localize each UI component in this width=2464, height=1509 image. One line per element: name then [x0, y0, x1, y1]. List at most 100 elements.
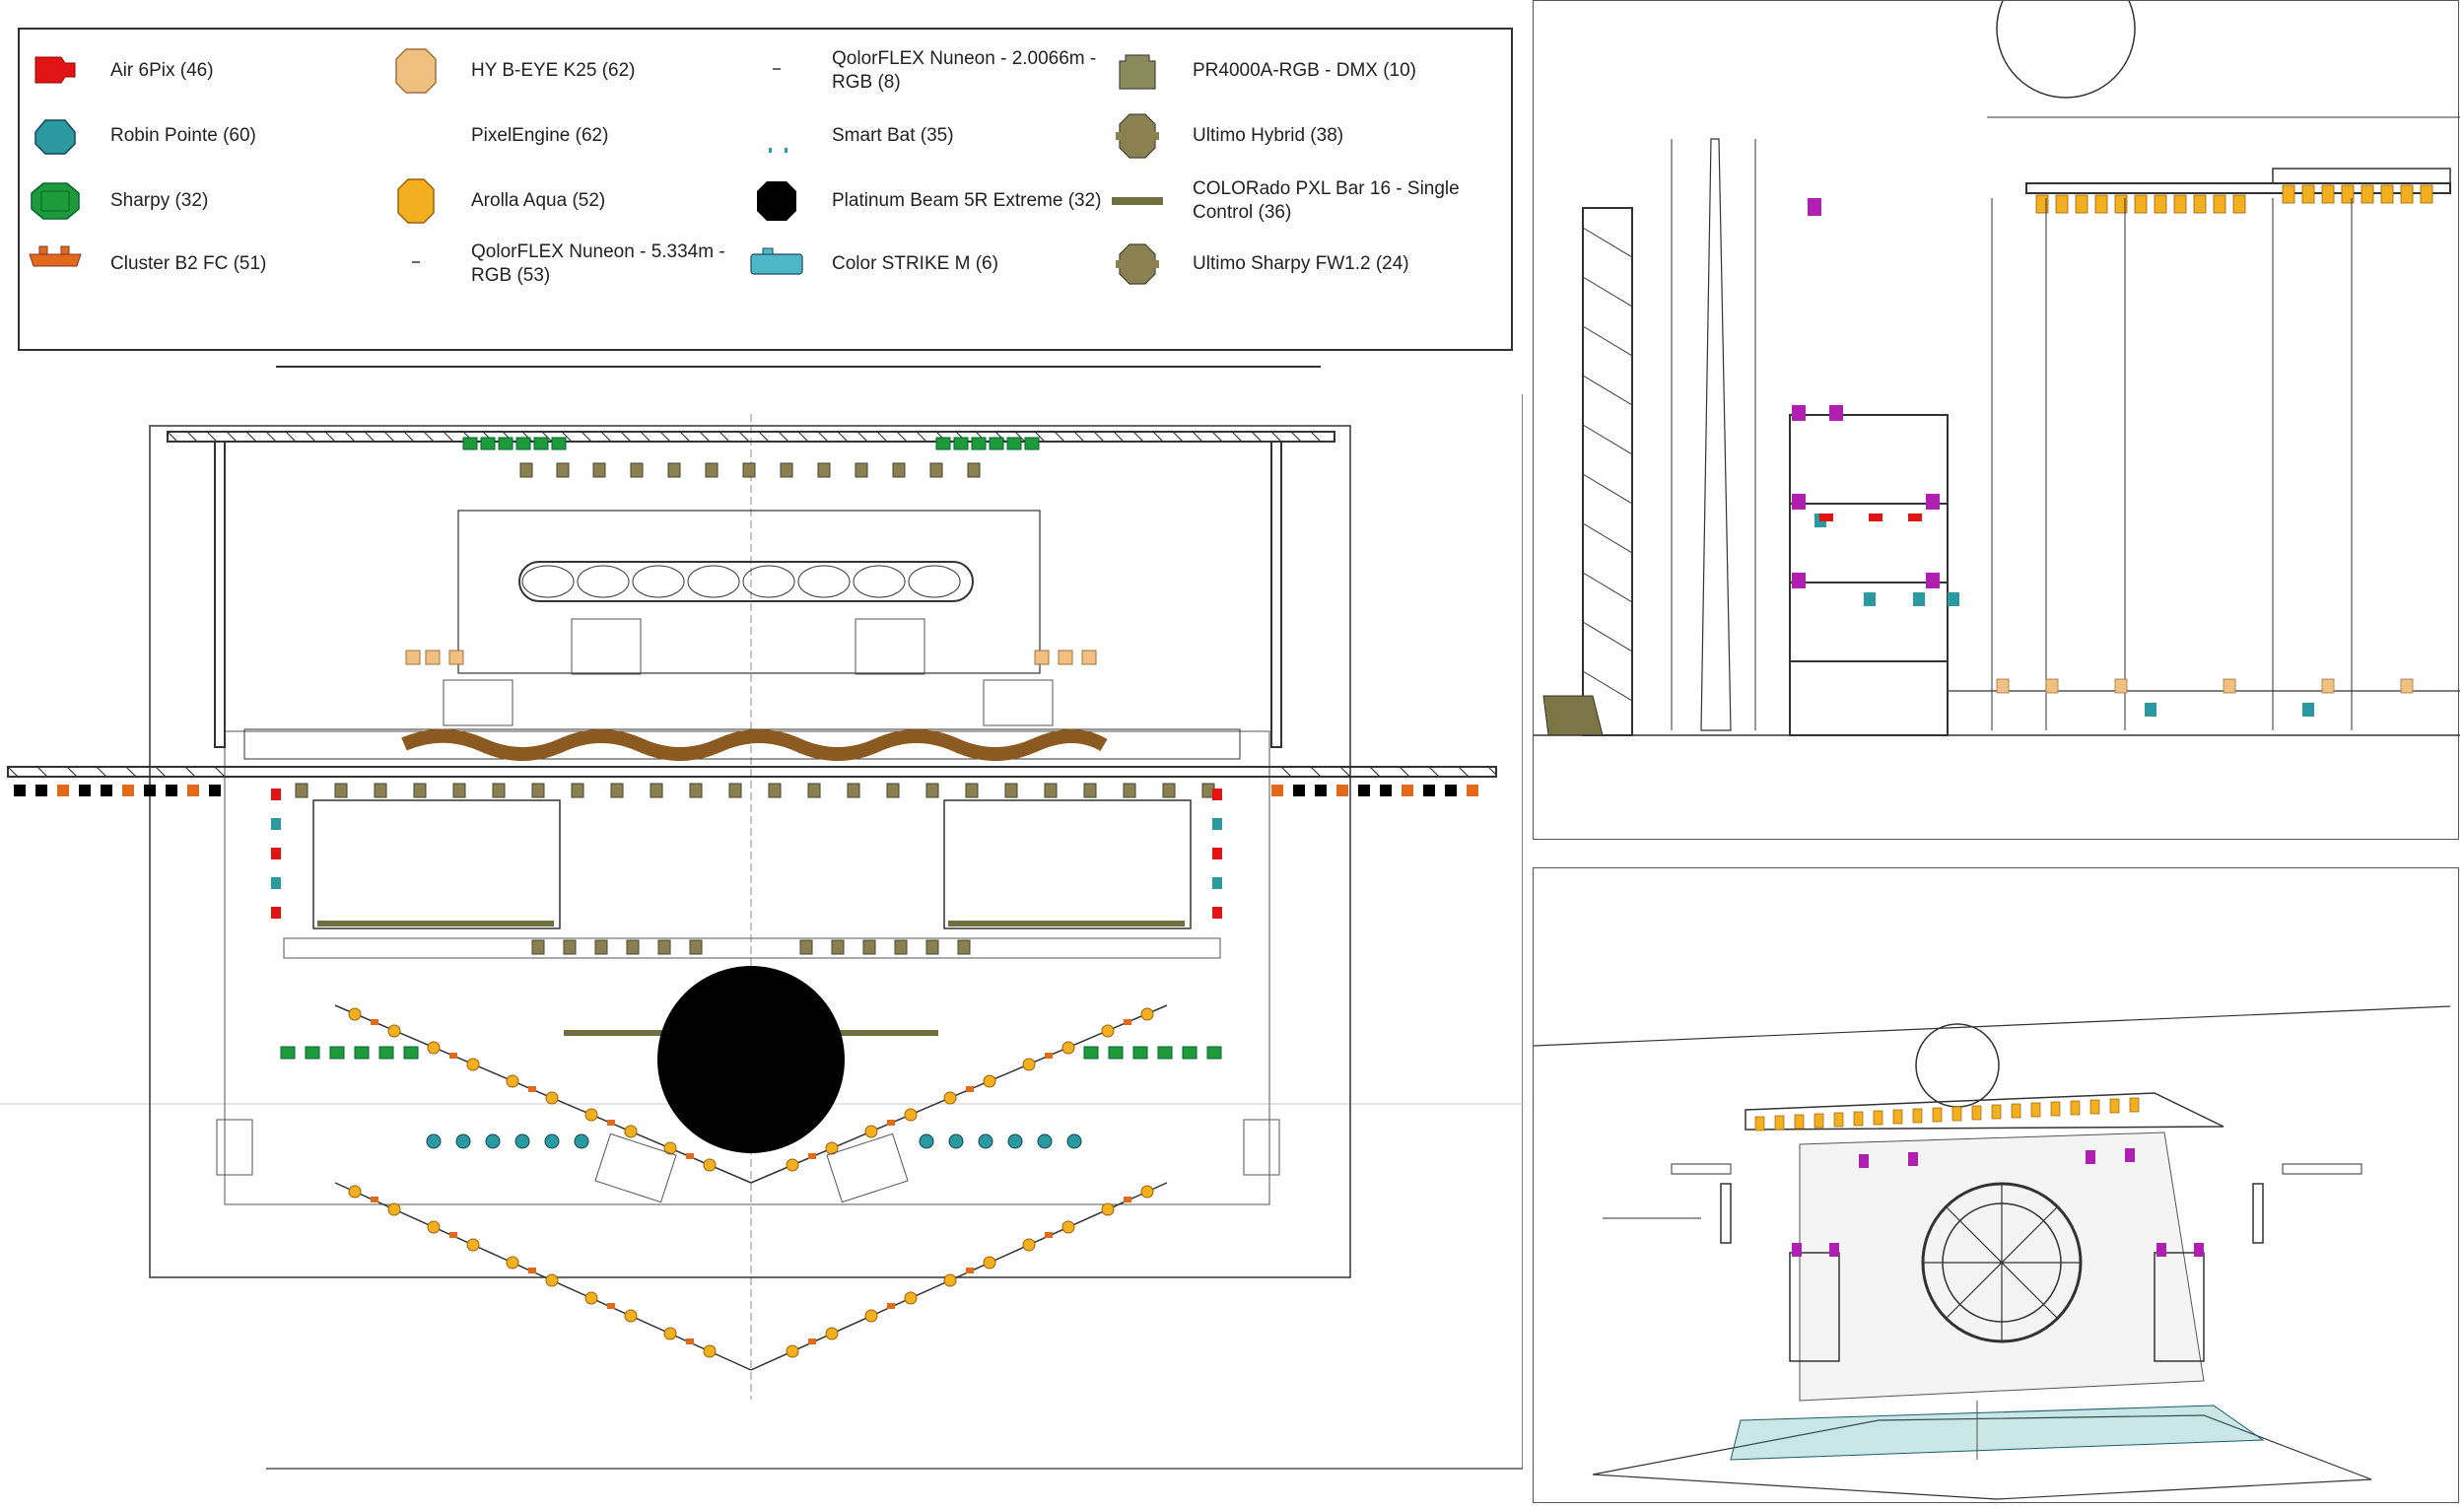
platinum-beam-icon — [757, 181, 796, 221]
tower — [1582, 207, 1633, 736]
legend-label: Color STRIKE M (6) — [832, 253, 998, 274]
pr4000a-icon — [1119, 54, 1156, 90]
color-strike-m-icon — [750, 247, 803, 275]
legend-item-platinum-beam: Platinum Beam 5R Extreme (32) — [747, 173, 1102, 229]
qolorflex-line-icon — [773, 68, 781, 70]
wing-truss-left — [1671, 1163, 1732, 1175]
side-elevation-drawing — [1534, 0, 2460, 736]
legend-item-sharpy: Sharpy (32) — [26, 173, 380, 229]
legend-label: Sharpy (32) — [110, 190, 209, 211]
legend-item-pr4000a: PR4000A-RGB - DMX (10) — [1108, 43, 1463, 99]
overhead-fixtures — [2035, 184, 2433, 214]
legend-label: Robin Pointe (60) — [110, 125, 256, 146]
sharpy-row-top — [462, 437, 1040, 450]
ramp-left — [216, 1119, 253, 1176]
legend-label: QolorFLEX Nuneon - 2.0066m - RGB (8) — [832, 48, 1097, 93]
overhead-truss-upper — [2272, 168, 2451, 184]
colorado-pxl-icon — [1112, 197, 1163, 205]
magenta-fixtures — [1792, 198, 1940, 588]
main-truss — [7, 766, 1497, 778]
legend-label: Arolla Aqua (52) — [471, 190, 606, 211]
legend-label: Cluster B2 FC (51) — [110, 253, 267, 274]
legend-item-arolla-aqua: Arolla Aqua (52) — [386, 173, 741, 229]
wing-fixtures-left — [14, 785, 221, 796]
roof-truss — [1745, 1092, 2224, 1131]
ultimo-row — [519, 462, 981, 478]
ferris-wheel-top — [1996, 0, 2136, 99]
robin-pointe-icon — [34, 119, 76, 155]
sharpy-icon — [31, 182, 80, 220]
arolla-aqua-v-fixtures — [348, 1007, 1154, 1358]
legend-label: PixelEngine (62) — [471, 125, 609, 146]
ultimo-row-main — [295, 783, 1215, 798]
legend-label: QolorFLEX Nuneon - 5.334m - RGB (53) — [471, 241, 725, 286]
left-truss — [214, 441, 226, 748]
center-disc — [657, 966, 845, 1153]
teal-fixtures — [1814, 514, 2314, 717]
legend-item-ultimo-sharpy: Ultimo Sharpy FW1.2 (24) — [1108, 237, 1463, 292]
stage-floor — [1592, 1414, 2372, 1500]
legend-label: Ultimo Sharpy FW1.2 (24) — [1193, 253, 1409, 274]
tower-lacing — [1582, 227, 1633, 702]
overhead-truss — [2025, 182, 2451, 194]
screen-frame — [457, 510, 1041, 674]
scenic-band — [243, 728, 1241, 760]
legend-label: Air 6Pix (46) — [110, 60, 214, 81]
ferris-wheel-plan — [518, 561, 974, 602]
legend-label: Platinum Beam 5R Extreme (32) — [832, 190, 1102, 211]
qolorflex-line-icon — [412, 261, 420, 263]
arolla-aqua-icon — [397, 178, 435, 224]
legend-label: Ultimo Hybrid (38) — [1193, 125, 1344, 146]
ultimo-row-downstage — [531, 939, 971, 955]
roof-fixtures — [1754, 1097, 2140, 1132]
side-fixtures-left — [271, 789, 281, 919]
side-elevation-panel — [1533, 0, 2460, 840]
v-truss-inner — [334, 1004, 1168, 1184]
cluster-b2-fc-icon — [29, 245, 82, 267]
legend-item-robin-pointe: Robin Pointe (60) — [26, 108, 380, 164]
side-fixtures-right — [1212, 789, 1222, 919]
hy-b-eye-top — [405, 650, 1097, 665]
gondolas — [521, 565, 961, 598]
stage-deck — [1730, 1405, 2265, 1461]
led-screen-right — [943, 799, 1192, 929]
tower-base — [1542, 695, 1604, 736]
wing-truss-right — [2282, 1163, 2362, 1175]
legend-item-ultimo-hybrid: Ultimo Hybrid (38) — [1108, 108, 1463, 164]
ultimo-hybrid-icon — [1116, 113, 1159, 159]
v-truss-outer — [334, 1182, 1168, 1371]
perspective-drawing — [1533, 1005, 2451, 1500]
legend-label: COLORado PXL Bar 16 - Single Control (36… — [1193, 178, 1460, 223]
legend-label: HY B-EYE K25 (62) — [471, 60, 636, 81]
legend: Air 6Pix (46) Robin Pointe (60) Sharpy (… — [18, 28, 1513, 351]
legend-item-qolorflex-5334: QolorFLEX Nuneon - 5.334m - RGB (53) — [386, 237, 741, 292]
legend-item-color-strike-m: Color STRIKE M (6) — [747, 237, 1102, 292]
stair-left-front — [594, 1132, 677, 1203]
legend-item-cluster-b2-fc: Cluster B2 FC (51) — [26, 237, 380, 292]
legend-item-qolorflex-20066: QolorFLEX Nuneon - 2.0066m - RGB (8) — [747, 43, 1102, 99]
legend-item-pixelengine: PixelEngine (62) — [386, 108, 741, 164]
wing-fixtures-right — [1271, 785, 1478, 796]
legend-item-air-6pix: Air 6Pix (46) — [26, 43, 380, 99]
upstage-truss — [167, 431, 1335, 443]
side-towers — [1720, 1183, 2264, 1362]
plan-view-drawing — [0, 366, 1523, 1470]
robin-row — [426, 1133, 1082, 1149]
scenic-piece — [401, 728, 1108, 761]
truss-lacing — [167, 431, 1322, 443]
sharpy-row-stage — [280, 1046, 1222, 1060]
deck-fixtures — [1996, 678, 2414, 694]
legend-item-smart-bat: Smart Bat (35) — [747, 108, 1102, 164]
magenta-fixtures-perspective — [1792, 1148, 2204, 1257]
perspective-panel — [1533, 867, 2459, 1503]
hy-b-eye-k25-icon — [395, 48, 437, 94]
stage-tower — [1789, 414, 1949, 736]
pixelengine-icon — [386, 108, 445, 164]
legend-label: Smart Bat (35) — [832, 125, 954, 146]
ferris-spokes — [1923, 1184, 2081, 1341]
legend-label: PR4000A-RGB - DMX (10) — [1193, 60, 1417, 81]
legend-item-colorado-pxl: COLORado PXL Bar 16 - Single Control (36… — [1108, 173, 1463, 229]
legend-item-hy-b-eye-k25: HY B-EYE K25 (62) — [386, 43, 741, 99]
spire — [1700, 138, 1732, 731]
stair-right-front — [826, 1132, 909, 1203]
